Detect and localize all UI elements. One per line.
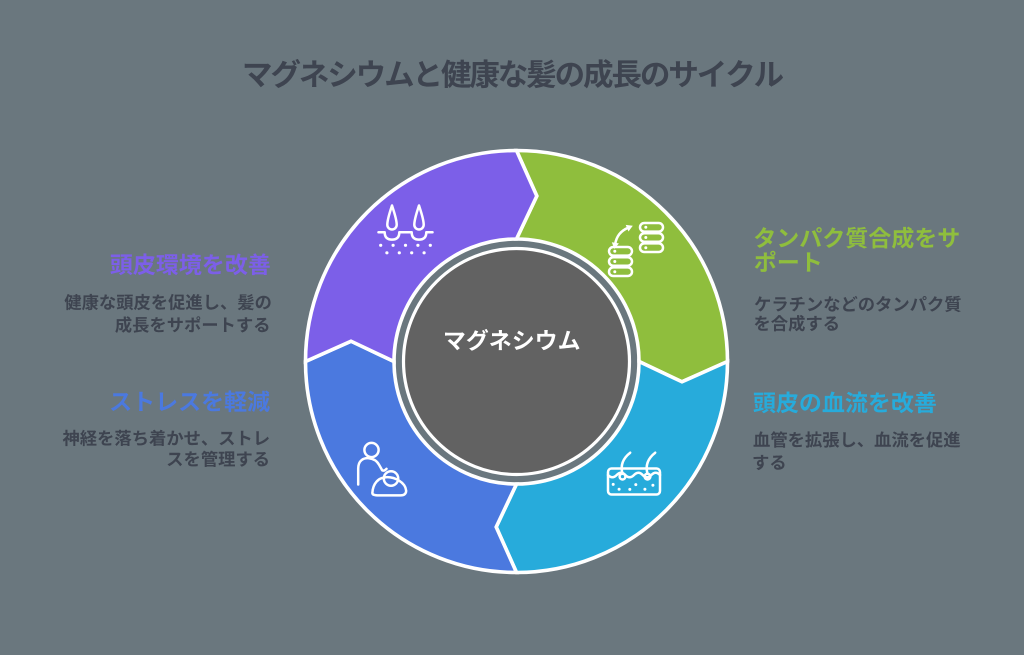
step4-desc-line1-vector <box>62 429 269 447</box>
center-label-vector <box>445 328 580 351</box>
step2-desc-line2-vector <box>754 314 838 332</box>
page-title: マグネシウムと健康な髪の成長のサイクル <box>0 52 1024 93</box>
step-label: ストレスを軽減 <box>59 388 271 415</box>
step2-desc-line1-vector <box>754 295 961 313</box>
segment-blood-flow <box>494 358 730 575</box>
step-description: 健康な頭皮を促進し、髪の成長をサポートする <box>59 287 271 333</box>
step-label: 頭皮の血流を改善 <box>753 389 965 416</box>
step3-desc-line2-vector <box>753 454 785 471</box>
center-circle <box>401 246 632 477</box>
step4-desc-line2-vector <box>167 450 268 467</box>
scalp-blood-flow-icon <box>606 451 662 496</box>
step-block-stress-relief: ストレスを軽減 神経を落ち着かせ、ストレスを管理する <box>59 388 271 470</box>
step4-label-vector <box>110 390 270 413</box>
step-block-blood-flow: 頭皮の血流を改善 血管を拡張し、血流を促進する <box>753 389 965 471</box>
step-description: 血管を拡張し、血流を促進する <box>753 425 965 471</box>
step-label: タンパク質合成をサポート <box>754 224 966 278</box>
center-label: マグネシウム <box>432 326 593 357</box>
step3-desc-line1-vector <box>753 431 961 448</box>
step1-desc-line1-vector <box>64 293 271 311</box>
segment-scalp-environment <box>303 148 539 365</box>
step-block-protein-synthesis: タンパク質合成をサポート ケラチンなどのタンパク質を合成する <box>754 224 966 333</box>
step-description: 神経を落ち着かせ、ストレスを管理する <box>59 424 271 470</box>
step-icons <box>356 204 665 497</box>
segment-stress-relief <box>303 339 520 575</box>
step1-label-vector <box>110 253 270 276</box>
text-outlines <box>62 58 961 471</box>
step1-desc-line2-vector <box>115 316 269 333</box>
hair-follicle-icon <box>377 204 434 255</box>
protein-synthesis-icon <box>607 221 665 278</box>
step2-label-line1-vector <box>754 226 959 249</box>
step-block-scalp-environment: 頭皮環境を改善 健康な頭皮を促進し、髪の成長をサポートする <box>59 251 271 333</box>
step-label: 頭皮環境を改善 <box>59 251 271 278</box>
step2-label-line2-vector <box>754 250 820 272</box>
head-massage-icon <box>356 441 408 497</box>
title-text-vector <box>244 58 784 89</box>
step-description: ケラチンなどのタンパク質を合成する <box>754 287 966 333</box>
step3-label-vector <box>753 391 936 414</box>
